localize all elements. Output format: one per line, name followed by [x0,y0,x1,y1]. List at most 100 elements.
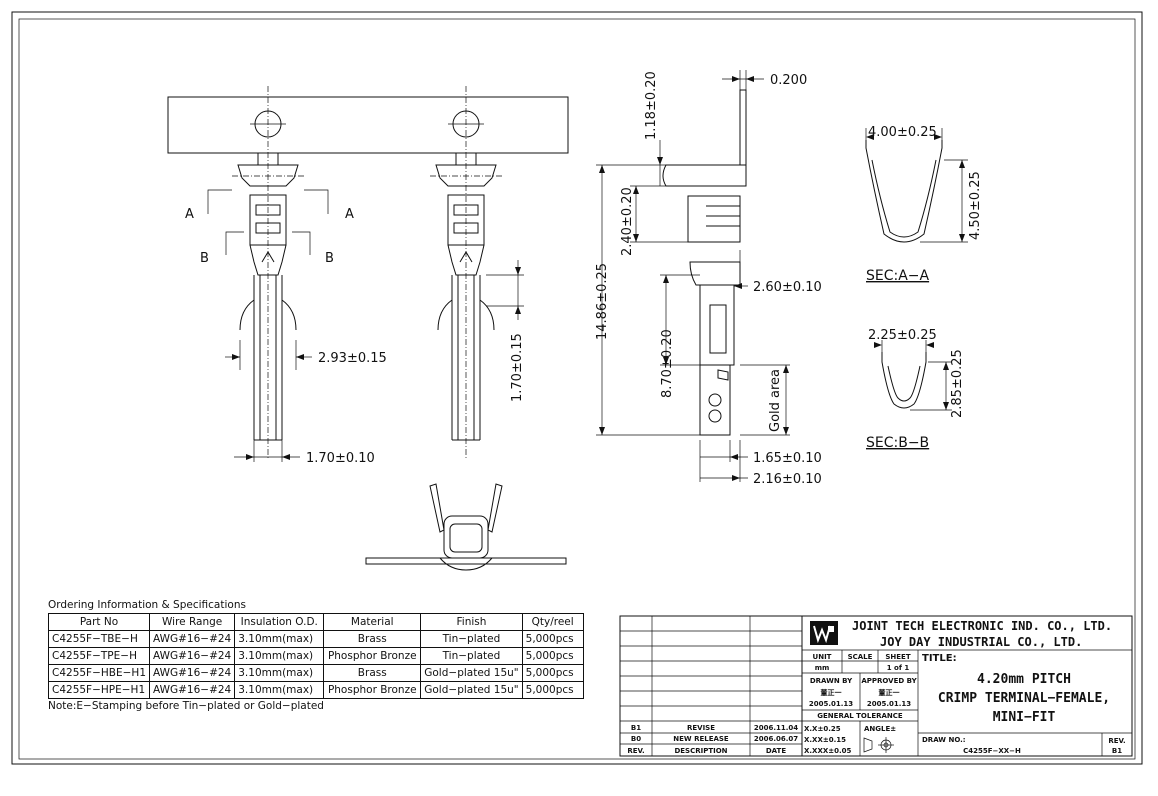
general-tolerance-label: GENERAL TOLERANCE [817,712,903,720]
drawn-date: 2005.01.13 [809,700,853,708]
rev-row2-rev: B0 [631,735,641,743]
sec-a-width: 4.00±0.25 [868,125,937,140]
company-logo-icon [810,621,838,645]
cell: AWG#16−#24 [148,630,236,648]
col-part-no: Part No [48,613,150,631]
sec-a-height: 4.50±0.25 [968,171,983,240]
cell: 5,000pcs [521,664,584,682]
rev-row2-date: 2006.06.07 [754,735,798,743]
title-line-3: MINI−FIT [993,710,1056,725]
cell: Phosphor Bronze [323,681,422,699]
title-label: TITLE: [922,653,957,664]
company-name-1: JOINT TECH ELECTRONIC IND. CO., LTD. [852,619,1112,633]
dim-2-16: 2.16±0.10 [753,472,822,487]
rev-value: B1 [1112,747,1122,755]
end-view-terminal [365,483,567,571]
col-qty: Qty/reel [521,613,584,631]
dim-1-70-height: 1.70±0.15 [510,333,525,402]
table-row: C4255F−TBE−H AWG#16−#24 3.10mm(max) Bras… [48,630,584,648]
cell: AWG#16−#24 [148,681,236,699]
ordering-header-row: Part No Wire Range Insulation O.D. Mater… [48,613,584,631]
sheet-label: SHEET [885,653,910,661]
cell: 3.10mm(max) [234,681,325,699]
dim-2-93: 2.93±0.15 [318,351,387,366]
col-wire-range: Wire Range [148,613,236,631]
table-row: C4255F−HBE−H1 AWG#16−#24 3.10mm(max) Bra… [48,664,584,682]
cell: 5,000pcs [521,630,584,648]
cell: C4255F−HBE−H1 [48,664,150,682]
table-row: C4255F−TPE−H AWG#16−#24 3.10mm(max) Phos… [48,647,584,665]
cell: Brass [323,630,422,648]
section-a-right-label: A [345,207,354,222]
outer-frame [11,11,1143,765]
cell: C4255F−TPE−H [48,647,150,665]
draw-no-value: C4255F−XX−H [963,747,1021,755]
unit-label: UNIT [813,653,832,661]
cell: Tin−plated [420,630,523,648]
sec-a-label: SEC:A−A [866,268,930,284]
ordering-info: Ordering Information & Specifications Pa… [48,599,584,712]
front-view-terminal-left [232,153,306,441]
cell: C4255F−HPE−H1 [48,681,150,699]
cell: Phosphor Bronze [323,647,422,665]
col-finish: Finish [420,613,523,631]
section-b-right-label: B [325,251,334,266]
title-block: JOINT TECH ELECTRONIC IND. CO., LTD. JOY… [801,615,1133,757]
rev-row1-rev: B1 [631,724,641,732]
cell: 5,000pcs [521,681,584,699]
dim-1-65: 1.65±0.10 [753,451,822,466]
cell: 3.10mm(max) [234,630,325,648]
rev-row1-date: 2006.11.04 [754,724,798,732]
front-view-dimensions: 2.93±0.15 1.70±0.10 1.70±0.15 [225,260,525,466]
company-name-2: JOY DAY INDUSTRIAL CO., LTD. [880,635,1082,649]
section-a: 4.00±0.25 4.50±0.25 SEC:A−A [865,125,983,284]
title-line-1: 4.20mm PITCH [977,672,1071,687]
dim-2-40: 2.40±0.20 [620,187,635,256]
dim-8-70: 8.70±0.20 [660,329,675,398]
table-row: C4255F−HPE−H1 AWG#16−#24 3.10mm(max) Pho… [48,681,584,699]
cell: 3.10mm(max) [234,647,325,665]
inner-frame [18,18,1136,760]
cell: C4255F−TBE−H [48,630,150,648]
cell: AWG#16−#24 [148,647,236,665]
dim-14-86: 14.86±0.25 [595,263,610,340]
drawn-by-label: DRAWN BY [810,677,853,685]
col-insulation: Insulation O.D. [234,613,325,631]
rev-header-rev: REV. [627,747,644,755]
projection-symbol-icon [863,737,894,753]
section-b: 2.25±0.25 2.85±0.25 SEC:B−B [866,328,965,451]
unit-value: mm [815,664,830,672]
cell: 5,000pcs [521,647,584,665]
tolerance-2: X.XX±0.15 [804,736,846,744]
tolerance-1: X.X±0.25 [804,725,841,733]
ordering-table: Part No Wire Range Insulation O.D. Mater… [48,613,584,699]
sheet-value: 1 of 1 [887,664,910,672]
cell: Gold−plated 15u" [420,664,523,682]
ordering-note: Note:E−Stamping before Tin−plated or Gol… [48,700,324,712]
section-b-left-label: B [200,251,209,266]
sec-b-label: SEC:B−B [866,435,929,451]
section-a-left-label: A [185,207,194,222]
sec-b-height: 2.85±0.25 [950,349,965,418]
gold-area-label: Gold area [768,369,783,432]
scale-label: SCALE [848,653,873,661]
cell: AWG#16−#24 [148,664,236,682]
dim-2-60: 2.60±0.10 [753,280,822,295]
draw-no-label: DRAW NO.: [922,736,966,744]
col-material: Material [323,613,422,631]
cell: Tin−plated [420,647,523,665]
ordering-caption: Ordering Information & Specifications [48,599,246,611]
revision-block: B1 REVISE 2006.11.04 B0 NEW RELEASE 2006… [619,615,803,757]
drawn-by-name: 董正一 [821,688,842,697]
side-view-dimensions: 0.200 1.18±0.20 2.40±0.20 14.86±0.25 8.7… [595,70,822,487]
cell: 3.10mm(max) [234,664,325,682]
approved-by-label: APPROVED BY [861,677,917,685]
angle-label: ANGLE± [864,725,896,733]
cell: Brass [323,664,422,682]
dim-1-18: 1.18±0.20 [644,71,659,140]
front-view-terminal-right [430,153,504,441]
dim-0-200: 0.200 [770,73,807,88]
title-line-2: CRIMP TERMINAL−FEMALE, [938,691,1110,706]
